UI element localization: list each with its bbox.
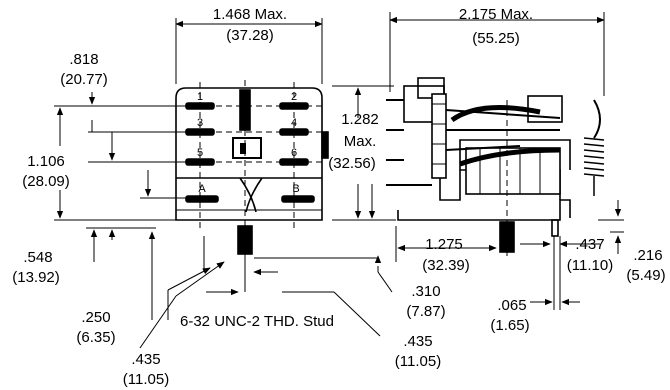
- bracket-height-mm: (5.49): [626, 267, 665, 284]
- bracket-thickness-mm: (1.65): [490, 317, 529, 334]
- side-stud: [499, 221, 515, 253]
- body-height-inch: 1.282: [341, 111, 379, 128]
- center-window: [232, 137, 262, 159]
- front-width-mm: (37.28): [226, 27, 274, 44]
- base-offset-inch: .548: [23, 249, 52, 266]
- bracket-thickness-inch: .065: [497, 297, 526, 314]
- side-width-inch: 2.175 Max.: [459, 6, 533, 23]
- pin-label-6: 6: [291, 147, 297, 159]
- pin-label-3: 3: [197, 117, 203, 129]
- stud-gap-mm: (7.87): [406, 303, 445, 320]
- stud-gap-inch: .310: [411, 283, 440, 300]
- stud-to-end-inch: 1.275: [425, 236, 463, 253]
- pin-label-4: 4: [291, 117, 297, 129]
- stud-offset-mm: (6.35): [76, 329, 115, 346]
- stud-center-left-inch: .435: [131, 351, 160, 368]
- front-view: [175, 80, 329, 292]
- bracket-width-inch: .437: [575, 236, 604, 253]
- dimension-labels: 1.468 Max. (37.28) 2.175 Max. (55.25) .8…: [12, 6, 665, 388]
- bracket-height-inch: .216: [633, 247, 662, 264]
- pin-labels: 1 2 3 4 5 6 A B: [197, 91, 300, 195]
- front-stud: [237, 225, 253, 255]
- stud-center-right-inch: .435: [403, 333, 432, 350]
- pin-height-mm: (28.09): [22, 173, 70, 190]
- stud-to-end-mm: (32.39): [422, 257, 470, 274]
- base-offset-mm: (13.92): [12, 269, 60, 286]
- pin-label-a: A: [198, 183, 206, 195]
- stud-center-left-mm: (11.05): [123, 371, 169, 388]
- top-offset-inch: .818: [69, 51, 98, 68]
- front-body-outline: [175, 87, 323, 221]
- stud-label: 6-32 UNC-2 THD. Stud: [180, 313, 334, 330]
- body-height-mm: (32.56): [328, 155, 376, 172]
- pin-label-2: 2: [291, 91, 297, 103]
- dimension-lines: [54, 12, 624, 349]
- pin-label-b: B: [292, 183, 299, 195]
- front-width-inch: 1.468 Max.: [213, 6, 287, 23]
- pin-label-1: 1: [197, 91, 203, 103]
- side-view: [386, 77, 605, 260]
- stud-offset-inch: .250: [81, 309, 110, 326]
- stud-center-right-mm: (11.05): [395, 353, 441, 370]
- side-width-mm: (55.25): [472, 30, 520, 47]
- top-offset-mm: (20.77): [60, 71, 108, 88]
- bracket-width-mm: (11.10): [567, 257, 613, 274]
- pin-label-5: 5: [197, 147, 203, 159]
- body-height-max: Max.: [344, 133, 377, 150]
- pin-height-inch: 1.106: [27, 153, 65, 170]
